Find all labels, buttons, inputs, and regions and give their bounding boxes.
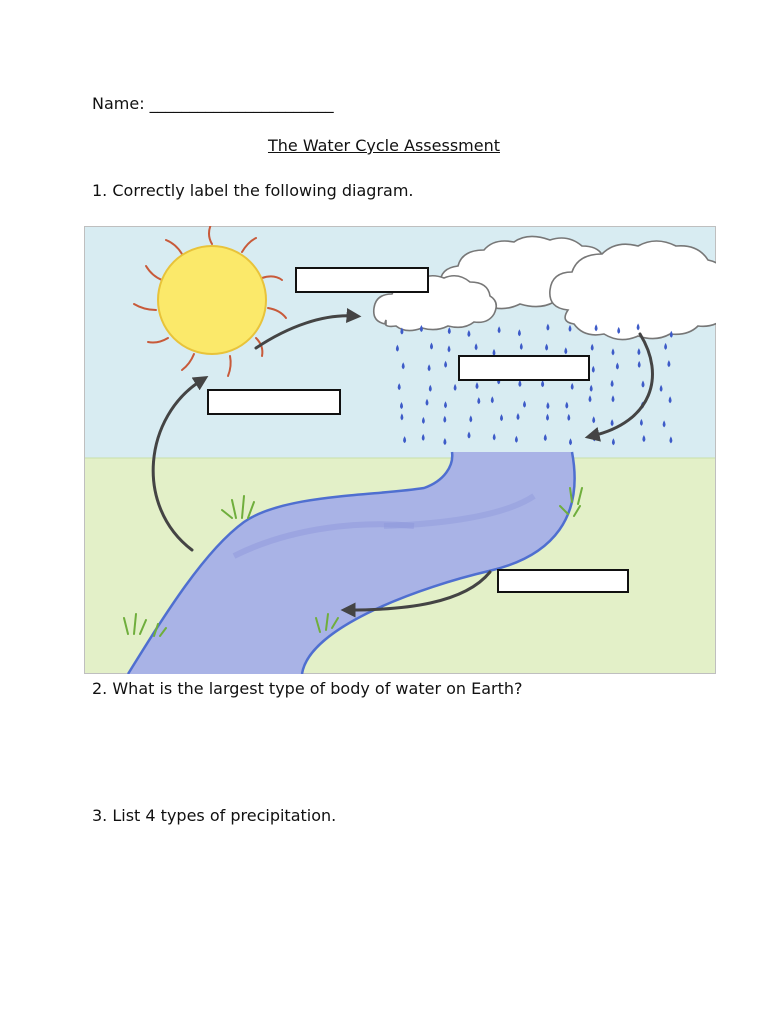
rain-drop bbox=[421, 416, 425, 424]
rain-drop bbox=[546, 323, 550, 331]
label-box[interactable] bbox=[497, 569, 629, 593]
rain-drop bbox=[427, 364, 431, 372]
rain-drop bbox=[669, 436, 673, 444]
rain-drop bbox=[546, 402, 550, 409]
rain-drop bbox=[397, 383, 401, 391]
rain-drop bbox=[668, 396, 672, 404]
rain-drop bbox=[568, 324, 572, 332]
label-box[interactable] bbox=[458, 355, 590, 381]
rain-drop bbox=[641, 380, 645, 388]
rain-drop bbox=[545, 343, 549, 351]
rain-drop bbox=[477, 397, 481, 405]
rain-drop bbox=[492, 348, 496, 356]
rain-drop bbox=[395, 344, 399, 352]
question-2: 2. What is the largest type of body of w… bbox=[92, 679, 523, 698]
rain-drop bbox=[588, 395, 592, 403]
rain-drop bbox=[546, 413, 549, 421]
rain-drop bbox=[617, 326, 621, 334]
rain-drop bbox=[519, 342, 523, 350]
rain-drop bbox=[490, 396, 494, 404]
rain-drop bbox=[667, 360, 671, 368]
rain-drop bbox=[419, 325, 423, 332]
rain-drop bbox=[543, 434, 547, 441]
rain-drop bbox=[541, 380, 545, 388]
rain-drop bbox=[467, 431, 471, 439]
rain-drop bbox=[428, 384, 432, 392]
question-1: 1. Correctly label the following diagram… bbox=[92, 181, 414, 200]
rain-drop bbox=[500, 414, 503, 422]
rain-drop bbox=[447, 345, 451, 353]
water-cycle-diagram bbox=[84, 226, 716, 674]
rain-drop bbox=[639, 418, 643, 426]
rain-drop bbox=[400, 413, 404, 421]
sun-icon bbox=[133, 226, 287, 377]
rain-drop bbox=[443, 415, 447, 423]
rain-drop bbox=[636, 323, 640, 331]
arrow-icon bbox=[151, 308, 654, 618]
rain-drop bbox=[664, 342, 668, 350]
rain-drop bbox=[642, 435, 646, 442]
rain-drop bbox=[637, 360, 641, 368]
rain-drop bbox=[444, 401, 447, 409]
rain-drop bbox=[421, 433, 425, 441]
rain-drop bbox=[615, 362, 619, 370]
rain-drop bbox=[403, 436, 407, 444]
rain-drop bbox=[590, 343, 594, 351]
rain-drop bbox=[662, 420, 666, 428]
rain-drop bbox=[430, 342, 433, 350]
rain-drop bbox=[570, 382, 574, 390]
rain-drop bbox=[401, 362, 405, 370]
rain-drop bbox=[492, 433, 496, 441]
rain-drop bbox=[444, 360, 448, 368]
rain-drop bbox=[589, 384, 593, 392]
rain-drop bbox=[611, 438, 615, 446]
rain-drop bbox=[523, 400, 526, 408]
rain-drop bbox=[443, 438, 447, 445]
rain-drop bbox=[659, 384, 663, 392]
rain-drop bbox=[611, 395, 615, 403]
rain-drop bbox=[475, 382, 479, 390]
label-box[interactable] bbox=[207, 389, 341, 415]
rain-drop bbox=[516, 413, 520, 420]
rain-drops bbox=[395, 323, 673, 446]
page-title: The Water Cycle Assessment bbox=[267, 136, 500, 155]
rain-drop bbox=[610, 379, 614, 387]
cloud-icon bbox=[372, 235, 716, 341]
rain-drop bbox=[564, 347, 568, 355]
river bbox=[128, 452, 575, 674]
rain-drop bbox=[467, 330, 471, 337]
rain-drop bbox=[610, 419, 614, 427]
label-box[interactable] bbox=[295, 267, 429, 293]
name-field[interactable]: Name: _______________________ bbox=[92, 94, 334, 113]
rain-drop bbox=[518, 379, 522, 387]
rain-drop bbox=[591, 365, 595, 373]
rain-drop bbox=[637, 348, 641, 356]
grass-tuft-icon bbox=[123, 487, 583, 637]
rain-drop bbox=[469, 415, 473, 423]
rain-drop bbox=[669, 330, 673, 338]
rain-drop bbox=[567, 413, 571, 421]
rain-drop bbox=[497, 326, 501, 334]
rain-drop bbox=[453, 383, 457, 391]
question-3: 3. List 4 types of precipitation. bbox=[92, 806, 337, 825]
rain-drop bbox=[514, 435, 518, 443]
rain-drop bbox=[611, 348, 615, 356]
rain-drop bbox=[474, 343, 478, 351]
rain-drop bbox=[400, 402, 403, 409]
rain-drop bbox=[447, 327, 451, 335]
rain-drop bbox=[565, 401, 569, 409]
rain-drop bbox=[425, 398, 429, 406]
rain-drop bbox=[517, 329, 521, 337]
rain-drop bbox=[569, 438, 572, 446]
rain-drop bbox=[594, 324, 598, 332]
rain-drop bbox=[400, 327, 404, 335]
rain-drop bbox=[592, 416, 596, 424]
